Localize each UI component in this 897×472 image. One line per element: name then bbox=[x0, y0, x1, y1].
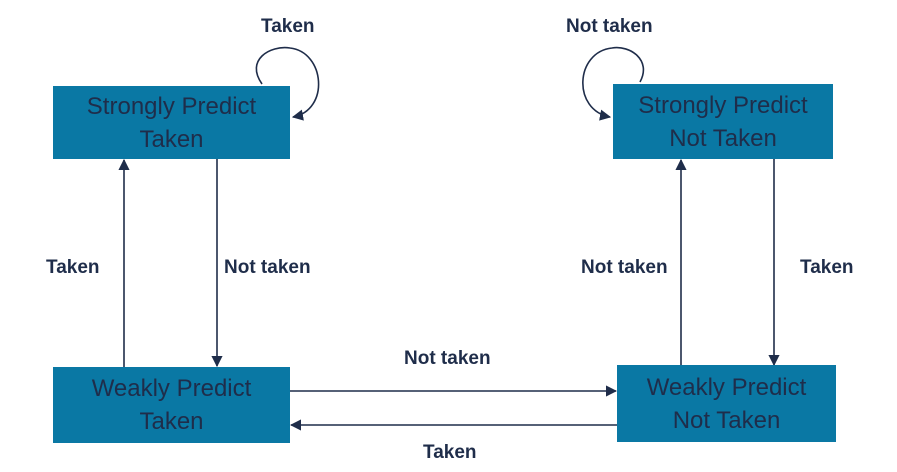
edge-label-weakly-taken-to-weakly-not-taken: Not taken bbox=[404, 348, 491, 369]
state-label-line2: Not Taken bbox=[669, 124, 777, 152]
edge-label-strongly-not-taken-to-weakly-not-taken: Taken bbox=[800, 257, 854, 278]
edge-label-strongly-taken-to-weakly-taken: Not taken bbox=[224, 257, 311, 278]
state-strongly-predict-not-taken: Strongly Predict Not Taken bbox=[613, 84, 833, 159]
state-label-line1: Weakly Predict bbox=[646, 373, 807, 401]
state-label-line2: Taken bbox=[139, 125, 204, 153]
edge-label-strongly-taken-self-loop: Taken bbox=[261, 16, 315, 37]
state-strongly-predict-taken: Strongly Predict Taken bbox=[53, 86, 290, 159]
state-label-line1: Weakly Predict bbox=[91, 375, 252, 402]
state-weakly-predict-not-taken: Weakly Predict Not Taken bbox=[617, 365, 836, 442]
state-label-line1: Strongly Predict bbox=[86, 92, 257, 120]
state-label-line2: Taken bbox=[139, 408, 204, 435]
self-loop-arrow-strongly-taken bbox=[255, 46, 320, 121]
state-weakly-predict-taken: Weakly Predict Taken bbox=[53, 367, 290, 443]
edge-label-weakly-not-taken-to-strongly-not-taken: Not taken bbox=[581, 257, 668, 278]
self-loop-arrow-strongly-not-taken bbox=[582, 46, 645, 121]
edge-label-weakly-not-taken-to-weakly-taken: Taken bbox=[423, 442, 477, 463]
state-label-line2: Not Taken bbox=[672, 406, 781, 434]
edge-label-strongly-not-taken-self-loop: Not taken bbox=[566, 16, 653, 37]
state-label-line1: Strongly Predict bbox=[638, 91, 808, 119]
edge-label-weakly-taken-to-strongly-taken: Taken bbox=[46, 257, 100, 278]
